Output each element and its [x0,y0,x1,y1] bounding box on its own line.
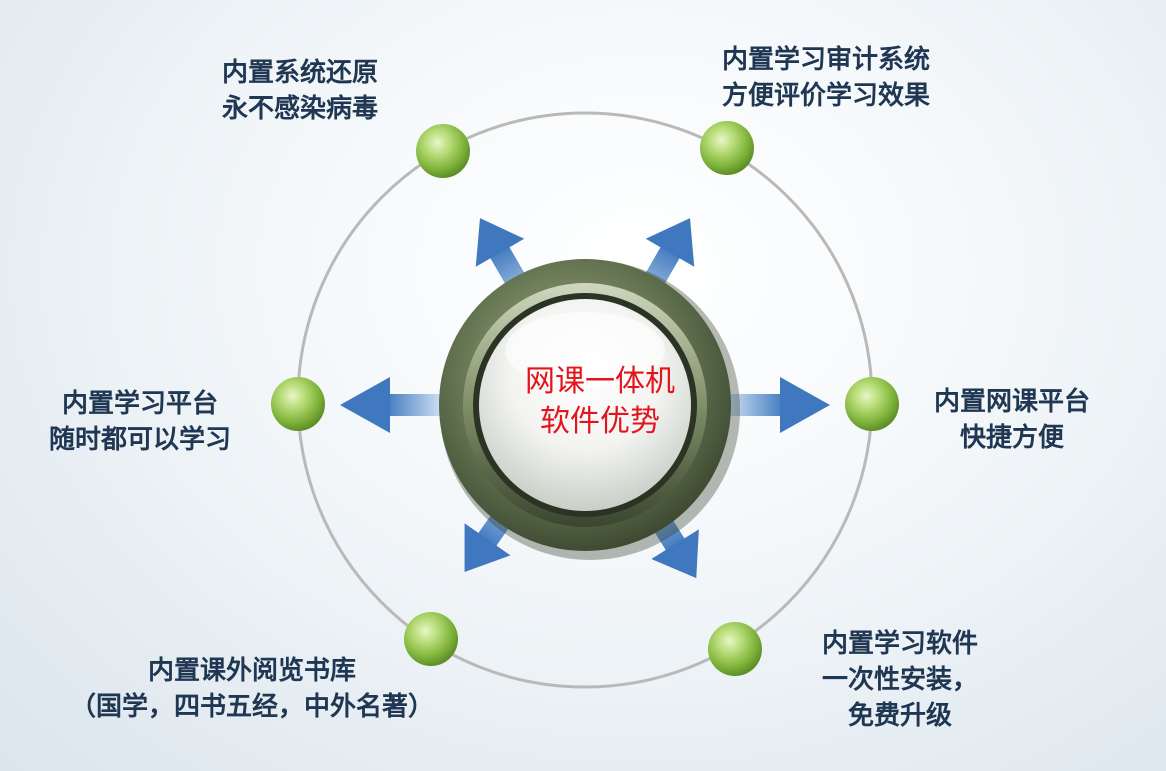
node-bottom-right [708,622,762,676]
label-left-line2: 随时都可以学习 [48,425,231,455]
label-top-left: 内置系统还原 永不感染病毒 [200,55,400,127]
arrow-right-icon [725,377,830,433]
label-left: 内置学习平台 随时都可以学习 [20,386,260,458]
label-top-right-line1: 内置学习审计系统 [722,45,931,75]
label-top-left-line1: 内置系统还原 [221,58,378,88]
arrow-left-icon [340,377,445,433]
label-bottom-right: 内置学习软件 一次性安装， 免费升级 [800,626,1000,734]
label-bottom-right-line1: 内置学习软件 [821,629,978,659]
node-top-right [700,121,754,175]
label-left-line1: 内置学习平台 [61,389,218,419]
label-right-line2: 快捷方便 [959,423,1064,453]
label-right: 内置网课平台 快捷方便 [912,384,1112,456]
label-bottom-right-line3: 免费升级 [847,701,952,731]
label-bottom-left-line1: 内置课外阅览书库 [147,656,356,686]
label-bottom-left-line2: （国学，四书五经，中外名著） [69,692,434,722]
label-right-line1: 内置网课平台 [933,387,1090,417]
label-bottom-left: 内置课外阅览书库 （国学，四书五经，中外名著） [32,653,472,725]
label-top-right: 内置学习审计系统 方便评价学习效果 [722,42,930,114]
node-bottom-left [404,612,458,666]
label-bottom-right-line2: 一次性安装， [821,665,978,695]
label-top-right-line2: 方便评价学习效果 [722,81,931,111]
hub-circle [439,259,740,560]
node-top-left [416,124,470,178]
label-top-left-line2: 永不感染病毒 [221,94,378,124]
node-left [271,377,325,431]
hub-title: 网课一体机 软件优势 [480,362,720,442]
hub-title-line1: 网课一体机 [525,364,675,399]
node-right [845,377,899,431]
hub-title-line2: 软件优势 [540,404,660,439]
